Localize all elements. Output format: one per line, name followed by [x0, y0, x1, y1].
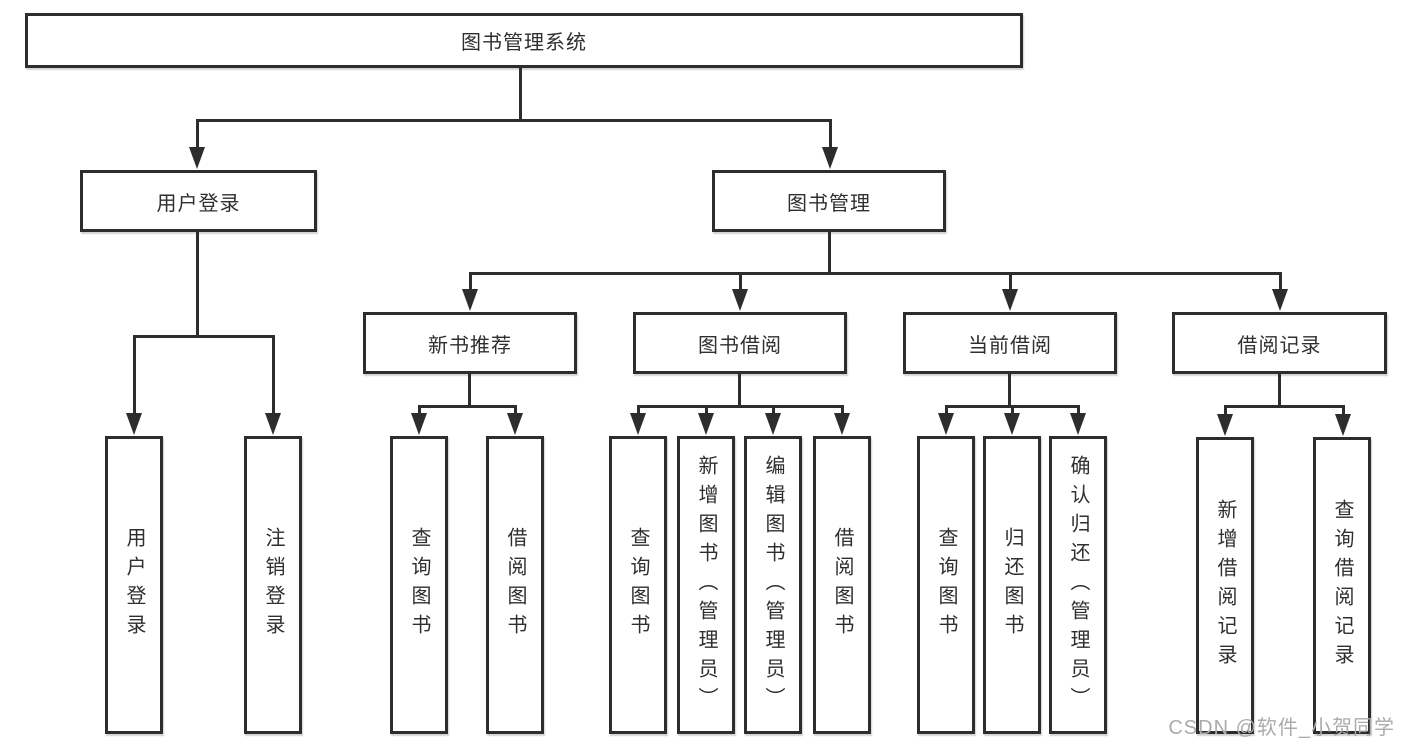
arrowhead-icon: [265, 413, 281, 435]
connector-borrow-records-rail: [1225, 405, 1343, 408]
node-book-borrow-label: 图书借阅: [698, 334, 782, 357]
leaf-confirm-return-admin: 确认归还（管理员）: [1049, 436, 1107, 734]
node-new-book-recommend: 新书推荐: [363, 312, 577, 374]
connector-user-login-stem: [196, 230, 199, 338]
arrowhead-icon: [732, 289, 748, 311]
arrowhead-icon: [507, 413, 523, 435]
node-borrow-records-label: 借阅记录: [1237, 334, 1322, 357]
node-user-login: 用户登录: [80, 170, 317, 232]
node-library-management-system-label: 图书管理系统: [461, 32, 587, 54]
connector-current-borrow-stem: [1008, 372, 1011, 408]
arrowhead-icon: [834, 413, 850, 435]
leaf-borrow-books-2-label: 借阅图书: [831, 527, 853, 643]
connector-book-management-stem: [828, 230, 831, 275]
arrow-to-new-book-recommend: [462, 272, 478, 311]
arrow-to-return-books: [1004, 405, 1020, 435]
arrow-to-user-login: [189, 119, 205, 169]
arrow-to-leaf-user-login: [126, 335, 142, 435]
arrowhead-icon: [1004, 413, 1020, 435]
leaf-query-books-1: 查询图书: [390, 436, 448, 734]
arrow-to-add-books: [698, 405, 714, 435]
leaf-logout: 注销登录: [244, 436, 302, 734]
leaf-query-books-2-label: 查询图书: [627, 527, 649, 643]
leaf-add-borrow-record-label: 新增借阅记录: [1214, 498, 1236, 673]
node-user-login-label: 用户登录: [156, 192, 241, 215]
connector-level1-rail: [197, 119, 830, 122]
arrow-to-query-borrow-record: [1335, 405, 1351, 436]
arrow-to-query-books-2: [630, 405, 646, 435]
arrow-to-confirm-return: [1070, 405, 1086, 435]
leaf-add-borrow-record: 新增借阅记录: [1196, 437, 1254, 734]
connector-book-borrow-stem: [738, 372, 741, 408]
node-book-borrow: 图书借阅: [633, 312, 847, 374]
node-library-management-system: 图书管理系统: [25, 13, 1023, 68]
leaf-query-books-1-label: 查询图书: [408, 527, 430, 643]
leaf-borrow-books-2: 借阅图书: [813, 436, 871, 734]
leaf-query-books-3-label: 查询图书: [935, 527, 957, 643]
arrow-to-borrow-records: [1272, 272, 1288, 311]
connector-borrow-records-stem: [1278, 374, 1281, 408]
arrow-to-current-borrow: [1002, 272, 1018, 311]
leaf-user-login-label: 用户登录: [123, 527, 145, 643]
leaf-borrow-books-1-label: 借阅图书: [504, 527, 526, 643]
arrowhead-icon: [765, 413, 781, 435]
leaf-confirm-return-admin-label: 确认归还（管理员）: [1067, 454, 1089, 716]
arrowhead-icon: [126, 413, 142, 435]
arrow-to-add-borrow-record: [1217, 405, 1233, 436]
connector-new-book-recommend-rail: [419, 405, 515, 408]
arrowhead-icon: [822, 147, 838, 169]
leaf-edit-books-admin-label: 编辑图书（管理员）: [762, 454, 784, 716]
arrowhead-icon: [1217, 414, 1233, 436]
arrow-to-borrow-books-1: [507, 405, 523, 435]
arrowhead-icon: [1272, 289, 1288, 311]
node-current-borrow-label: 当前借阅: [968, 334, 1052, 357]
node-borrow-records: 借阅记录: [1172, 312, 1387, 374]
connector-user-login-rail: [134, 335, 273, 338]
connector-root-stem: [519, 68, 522, 122]
arrowhead-icon: [1070, 413, 1086, 435]
node-book-management: 图书管理: [712, 170, 946, 232]
connector-book-borrow-rail: [638, 405, 842, 408]
arrow-to-edit-books: [765, 405, 781, 435]
arrow-to-query-books-1: [411, 405, 427, 435]
arrowhead-icon: [630, 413, 646, 435]
leaf-borrow-books-1: 借阅图书: [486, 436, 544, 734]
connector-new-book-recommend-stem: [468, 372, 471, 408]
leaf-user-login: 用户登录: [105, 436, 163, 734]
arrowhead-icon: [938, 413, 954, 435]
leaf-add-books-admin: 新增图书（管理员）: [677, 436, 735, 734]
node-current-borrow: 当前借阅: [903, 312, 1117, 374]
leaf-logout-label: 注销登录: [262, 527, 284, 643]
leaf-query-books-3: 查询图书: [917, 436, 975, 734]
leaf-query-borrow-record: 查询借阅记录: [1313, 437, 1371, 734]
arrow-to-leaf-logout: [265, 335, 281, 435]
arrow-to-book-management: [822, 119, 838, 169]
node-new-book-recommend-label: 新书推荐: [428, 334, 512, 357]
arrowhead-icon: [1002, 289, 1018, 311]
leaf-return-books: 归还图书: [983, 436, 1041, 734]
leaf-return-books-label: 归还图书: [1001, 527, 1023, 643]
arrow-to-borrow-books-2: [834, 405, 850, 435]
connector-level2-rail: [470, 272, 1280, 275]
arrowhead-icon: [1335, 414, 1351, 436]
csdn-watermark: CSDN @软件_小贺同学: [1168, 717, 1395, 739]
arrowhead-icon: [698, 413, 714, 435]
node-book-management-label: 图书管理: [787, 192, 871, 215]
leaf-add-books-admin-label: 新增图书（管理员）: [695, 454, 717, 716]
arrowhead-icon: [462, 289, 478, 311]
leaf-edit-books-admin: 编辑图书（管理员）: [744, 436, 802, 734]
arrow-to-query-books-3: [938, 405, 954, 435]
leaf-query-borrow-record-label: 查询借阅记录: [1331, 498, 1353, 673]
arrow-to-book-borrow: [732, 272, 748, 311]
arrowhead-icon: [189, 147, 205, 169]
leaf-query-books-2: 查询图书: [609, 436, 667, 734]
arrowhead-icon: [411, 413, 427, 435]
